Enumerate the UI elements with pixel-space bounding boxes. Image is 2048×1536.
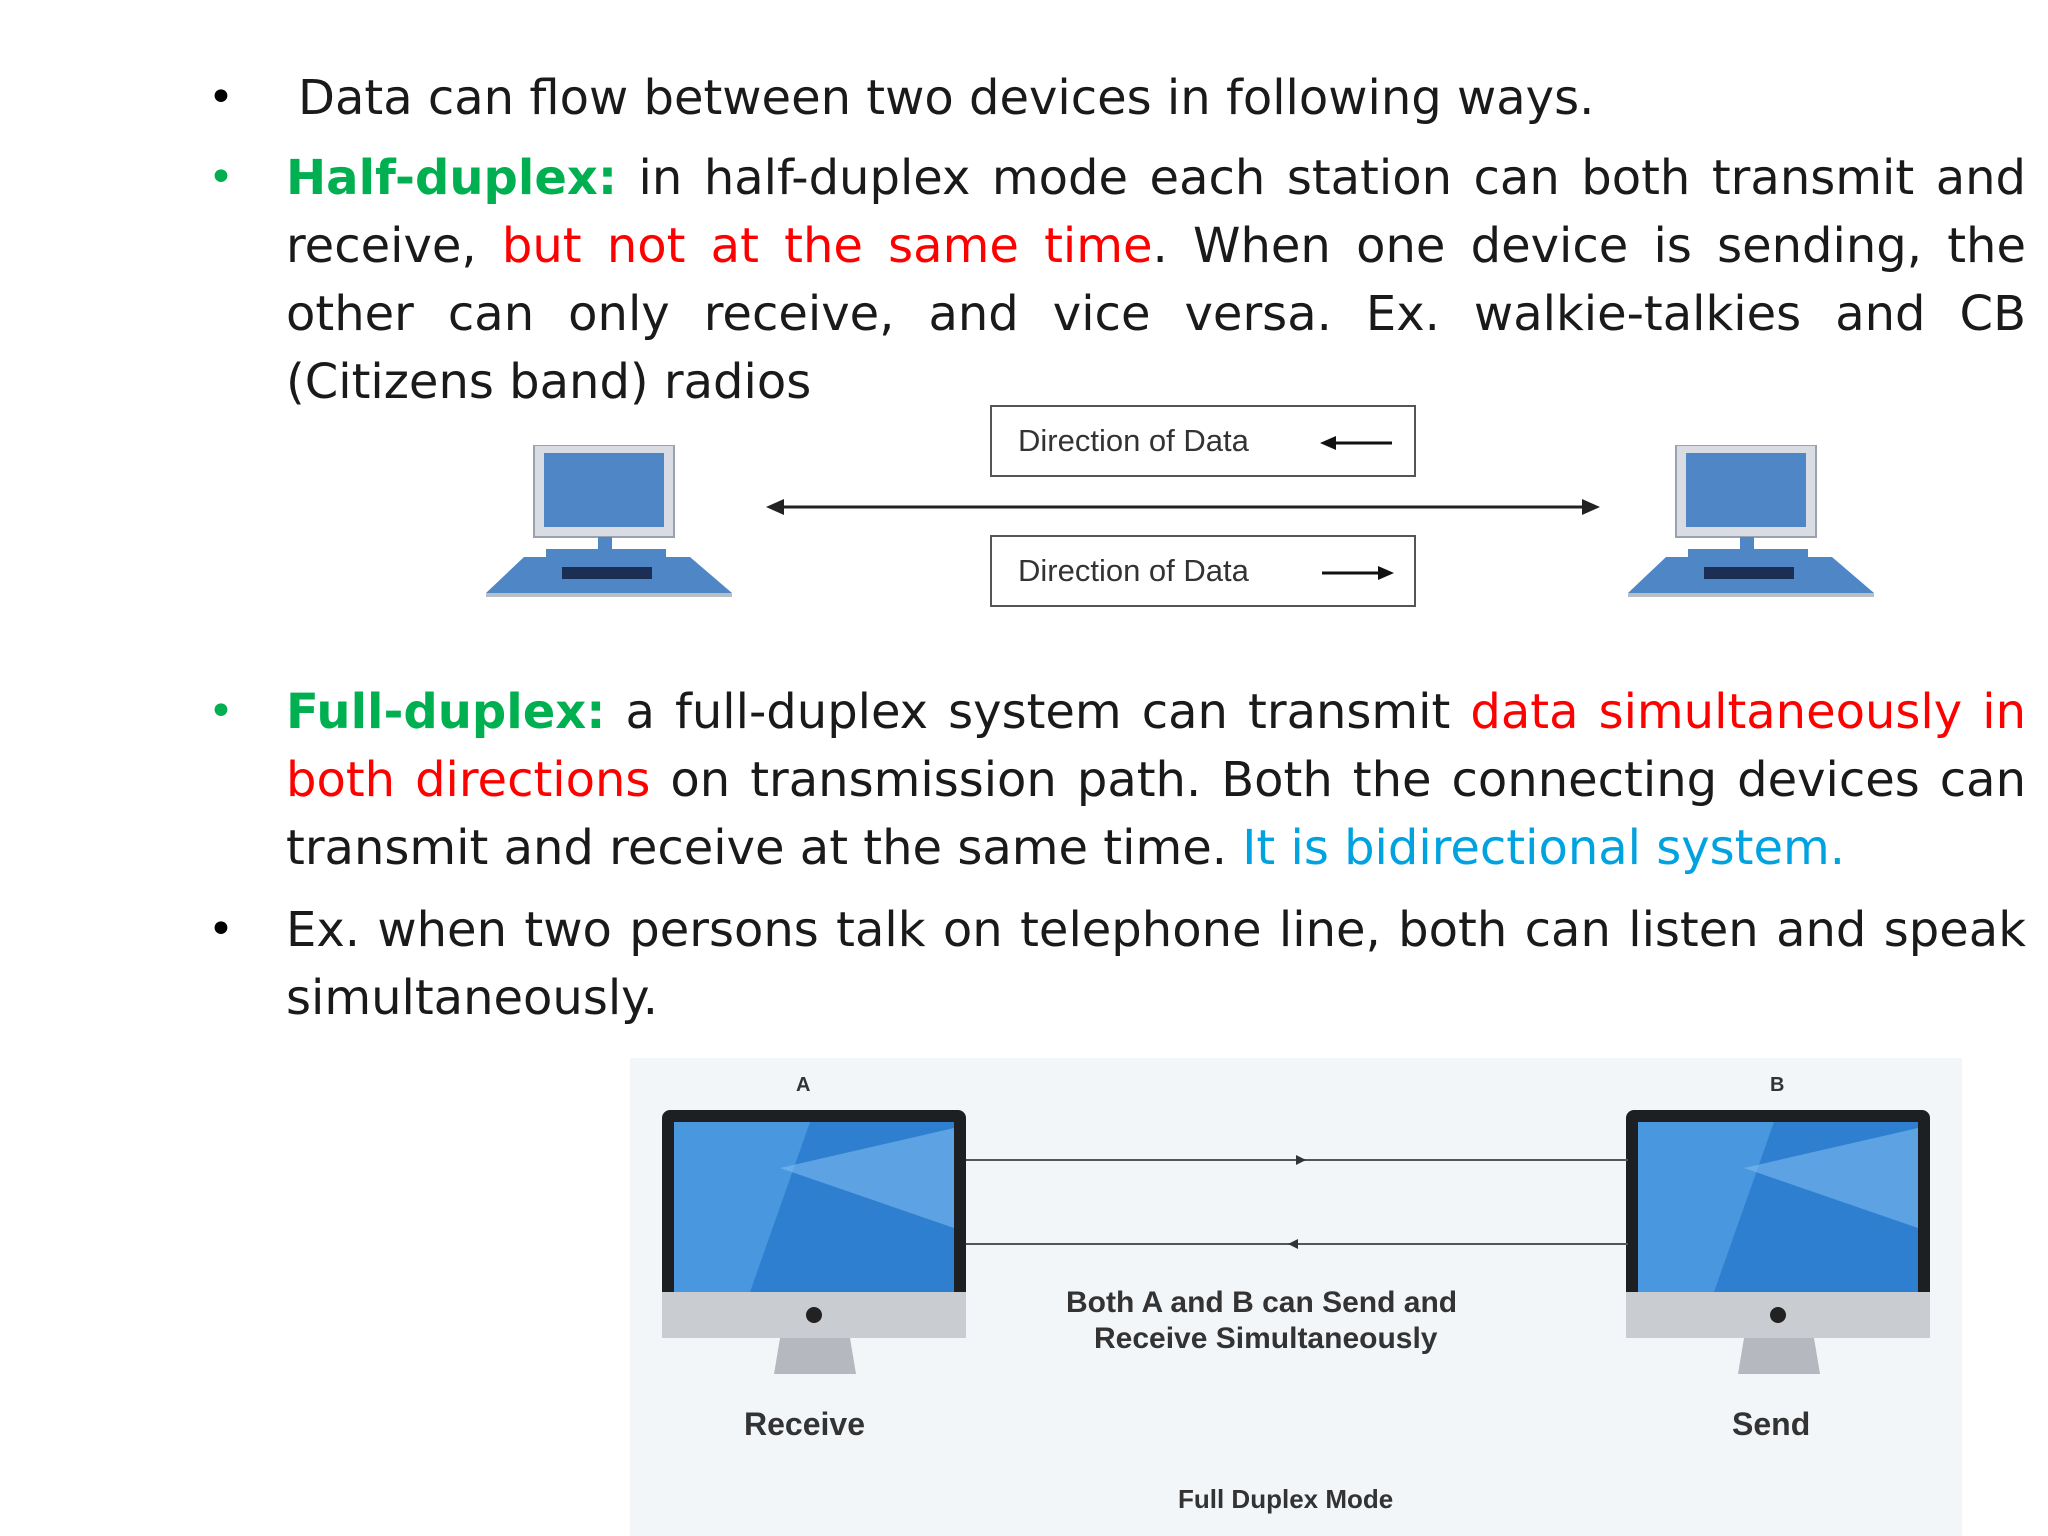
desktop-computer-icon [1628,445,1874,597]
full-duplex-highlight-2: It is bidirectional system. [1242,820,1846,876]
example-paragraph: Ex. when two persons talk on telephone l… [286,902,2026,1026]
full-duplex-highlight: data simultaneously in both directions [286,684,2026,808]
half-duplex-text-1: in half-duplex mode each station can bot… [286,150,2026,274]
direction-label: Direction of Data [1018,423,1249,458]
direction-box-left: Direction of Data [990,405,1416,477]
full-duplex-text-2: on transmission path. Both the connectin… [286,752,2026,876]
imac-computer-icon [662,1110,966,1374]
bullet-dot: • [208,686,234,737]
half-duplex-paragraph: Half-duplex: in half-duplex mode each st… [286,144,2026,416]
half-duplex-term: Half-duplex: [286,150,618,206]
full-duplex-diagram: A B Both A and B can Send and Receive Si… [630,1058,1962,1536]
caption-line-2: Receive Simultaneously [1094,1322,1438,1355]
device-b-label: B [1770,1074,1785,1096]
send-label: Send [1732,1406,1811,1442]
right-arrow-icon [1322,566,1394,580]
bullet-dot: • [208,904,234,955]
half-duplex-highlight: but not at the same time [501,218,1153,274]
bullet-dot: • [208,152,234,203]
full-duplex-paragraph: Full-duplex: a full-duplex system can tr… [286,678,2026,882]
bidirectional-arrow-line [766,499,1600,515]
full-duplex-text-1: a full-duplex system can transmit [605,684,1471,740]
transmission-lines [966,1155,1628,1249]
diagram-title: Full Duplex Mode [1178,1484,1394,1514]
desktop-computer-icon [486,445,732,597]
half-duplex-diagram: Direction of Data Direction of Data [380,395,1920,655]
half-duplex-text-2: . When one device is sending, the other … [286,218,2027,410]
device-a-label: A [796,1074,811,1096]
left-arrow-icon [1320,436,1392,450]
bullet-dot: • [208,72,234,123]
direction-box-right: Direction of Data [990,535,1416,607]
direction-label: Direction of Data [1018,553,1249,588]
receive-label: Receive [744,1406,865,1442]
bullet-intro-text: Data can flow between two devices in fol… [298,70,1595,126]
caption-line-1: Both A and B can Send and [1066,1286,1458,1319]
full-duplex-term: Full-duplex: [286,684,606,740]
imac-computer-icon [1626,1110,1930,1374]
